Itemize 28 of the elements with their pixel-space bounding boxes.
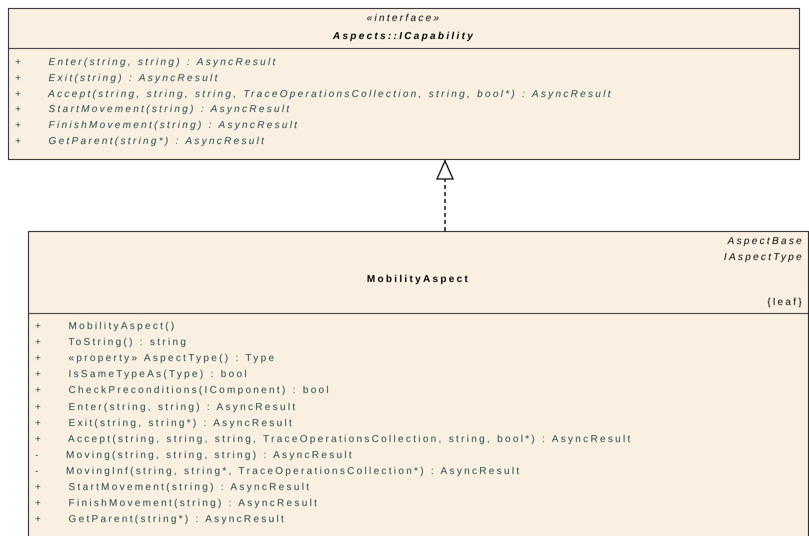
operation-text: + GetParent(string*) : AsyncResult — [35, 514, 286, 526]
operation-text: + StartMovement(string) : AsyncResult — [15, 104, 292, 116]
operation-text: + Exit(string, string*) : AsyncResult — [35, 418, 294, 430]
operation-text: + CheckPreconditions(IComponent) : bool — [35, 385, 331, 398]
class-box — [28, 231, 809, 536]
interface-name: IAspectType — [724, 252, 804, 264]
interface-name: AspectBase — [728, 236, 804, 248]
operation-text: + Enter(string, string) : AsyncResult — [15, 57, 278, 69]
property-label: {leaf} — [767, 297, 804, 309]
class-name: Aspects::ICapability — [332, 31, 476, 43]
operation-text: + Accept(string, string, string, TraceOperationsCollection, string, bool*) : AsyncResult — [15, 88, 613, 101]
stereotype-label: «interface» — [366, 13, 442, 25]
operation-text: + MobilityAspect() — [35, 321, 176, 333]
operation-text: - Moving(string, string, string) : AsyncResult — [35, 450, 354, 462]
operation-text: + Exit(string) : AsyncResult — [15, 72, 220, 85]
operation-text: + GetParent(string*) : AsyncResult — [15, 136, 266, 148]
class-name: MobilityAspect — [366, 274, 470, 286]
operation-text: + ToString() : string — [35, 337, 188, 350]
operation-text: + FinishMovement(string) : AsyncResult — [15, 120, 300, 132]
operation-text: + Enter(string, string) : AsyncResult — [35, 402, 298, 414]
operation-text: + FinishMovement(string) : AsyncResult — [35, 498, 320, 510]
operation-text: + IsSameTypeAs(Type) : bool — [35, 369, 249, 382]
operation-text: + Accept(string, string, string, TraceOperationsCollection, string, bool*) : AsyncResult — [35, 434, 633, 446]
operation-text: - MovingInf(string, string*, TraceOperationsCollection*) : AsyncResult — [35, 466, 522, 478]
realization-arrow — [436, 160, 454, 231]
operation-text: + StartMovement(string) : AsyncResult — [35, 482, 312, 494]
interface-box — [8, 8, 800, 160]
operation-text: + «property» AspectType() : Type — [35, 353, 276, 366]
